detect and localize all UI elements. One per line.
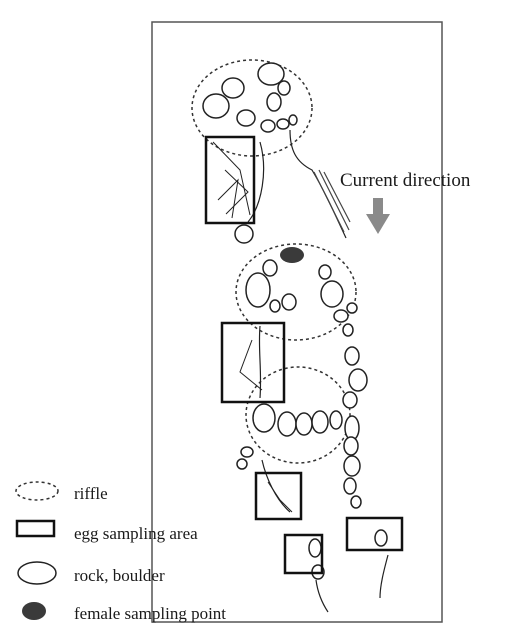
egg-sampling-area — [345, 516, 404, 552]
egg-area-sketch — [212, 141, 293, 513]
riffle-areas — [191, 59, 357, 464]
rock — [333, 309, 349, 323]
stream-edge-line — [315, 579, 329, 613]
current-direction-arrow — [366, 198, 390, 234]
stream-edge-line — [379, 554, 389, 599]
legend-riffle-label: riffle — [74, 484, 108, 503]
rock — [260, 119, 276, 133]
legend-symbols — [15, 481, 59, 620]
rock — [288, 114, 298, 126]
rock — [245, 272, 271, 308]
rock — [346, 302, 358, 314]
rock — [329, 410, 343, 430]
current-direction-label: Current direction — [340, 170, 471, 191]
rock — [350, 495, 362, 509]
rock — [234, 224, 254, 244]
rock — [281, 293, 297, 311]
rock — [240, 446, 254, 458]
rock — [295, 412, 313, 436]
sketch-stroke — [267, 481, 293, 513]
rock — [269, 299, 281, 313]
rock — [221, 77, 245, 99]
rock — [348, 368, 368, 392]
flow-mark — [313, 171, 345, 233]
legend-female-label: female sampling point — [74, 604, 227, 623]
stream-edge-line — [289, 129, 347, 239]
stream-edge-line — [261, 459, 291, 513]
sketch-stroke — [224, 169, 249, 215]
egg-sampling-area — [254, 471, 303, 521]
egg-sampling-area — [283, 533, 324, 575]
rock — [277, 80, 291, 96]
rock — [320, 280, 344, 308]
legend-riffle-symbol — [15, 481, 59, 501]
rock — [343, 477, 357, 495]
flow-mark — [323, 171, 351, 223]
rock — [277, 411, 297, 437]
legend-rock-label: rock, boulder — [74, 566, 165, 585]
stream-channel-boundary — [151, 21, 443, 623]
rock — [311, 410, 329, 434]
rock — [343, 455, 361, 477]
egg-sampling-area — [220, 321, 286, 404]
legend-egg-sampling-label: egg sampling area — [74, 524, 198, 543]
rock — [318, 264, 332, 280]
rock — [308, 538, 322, 558]
legend-rock-symbol — [17, 561, 57, 585]
riffle-1 — [191, 59, 313, 157]
rock — [374, 529, 388, 547]
flow-marks — [313, 169, 351, 233]
riffle-3 — [245, 366, 351, 464]
rock — [252, 403, 276, 433]
rock — [342, 391, 358, 409]
rock — [344, 346, 360, 366]
legend-female-symbol — [22, 602, 46, 620]
rock — [236, 109, 256, 127]
riffle-2 — [235, 243, 357, 341]
rock — [236, 458, 248, 470]
rock — [202, 93, 230, 119]
stream-edge-line — [247, 141, 265, 223]
sketch-stroke — [212, 141, 251, 216]
rock — [276, 118, 290, 130]
egg-sampling-area — [204, 135, 256, 225]
female-sampling-point — [280, 247, 304, 263]
rock — [262, 259, 278, 277]
rock — [342, 323, 354, 337]
rock — [257, 62, 285, 86]
stream-edge-line — [258, 325, 262, 399]
rocks — [202, 62, 388, 580]
egg-sampling-areas — [204, 135, 404, 575]
sketch-stroke — [239, 339, 263, 391]
rock — [266, 92, 282, 112]
rock — [343, 436, 359, 456]
flow-mark — [318, 169, 350, 231]
legend-egg-symbol — [15, 519, 56, 538]
